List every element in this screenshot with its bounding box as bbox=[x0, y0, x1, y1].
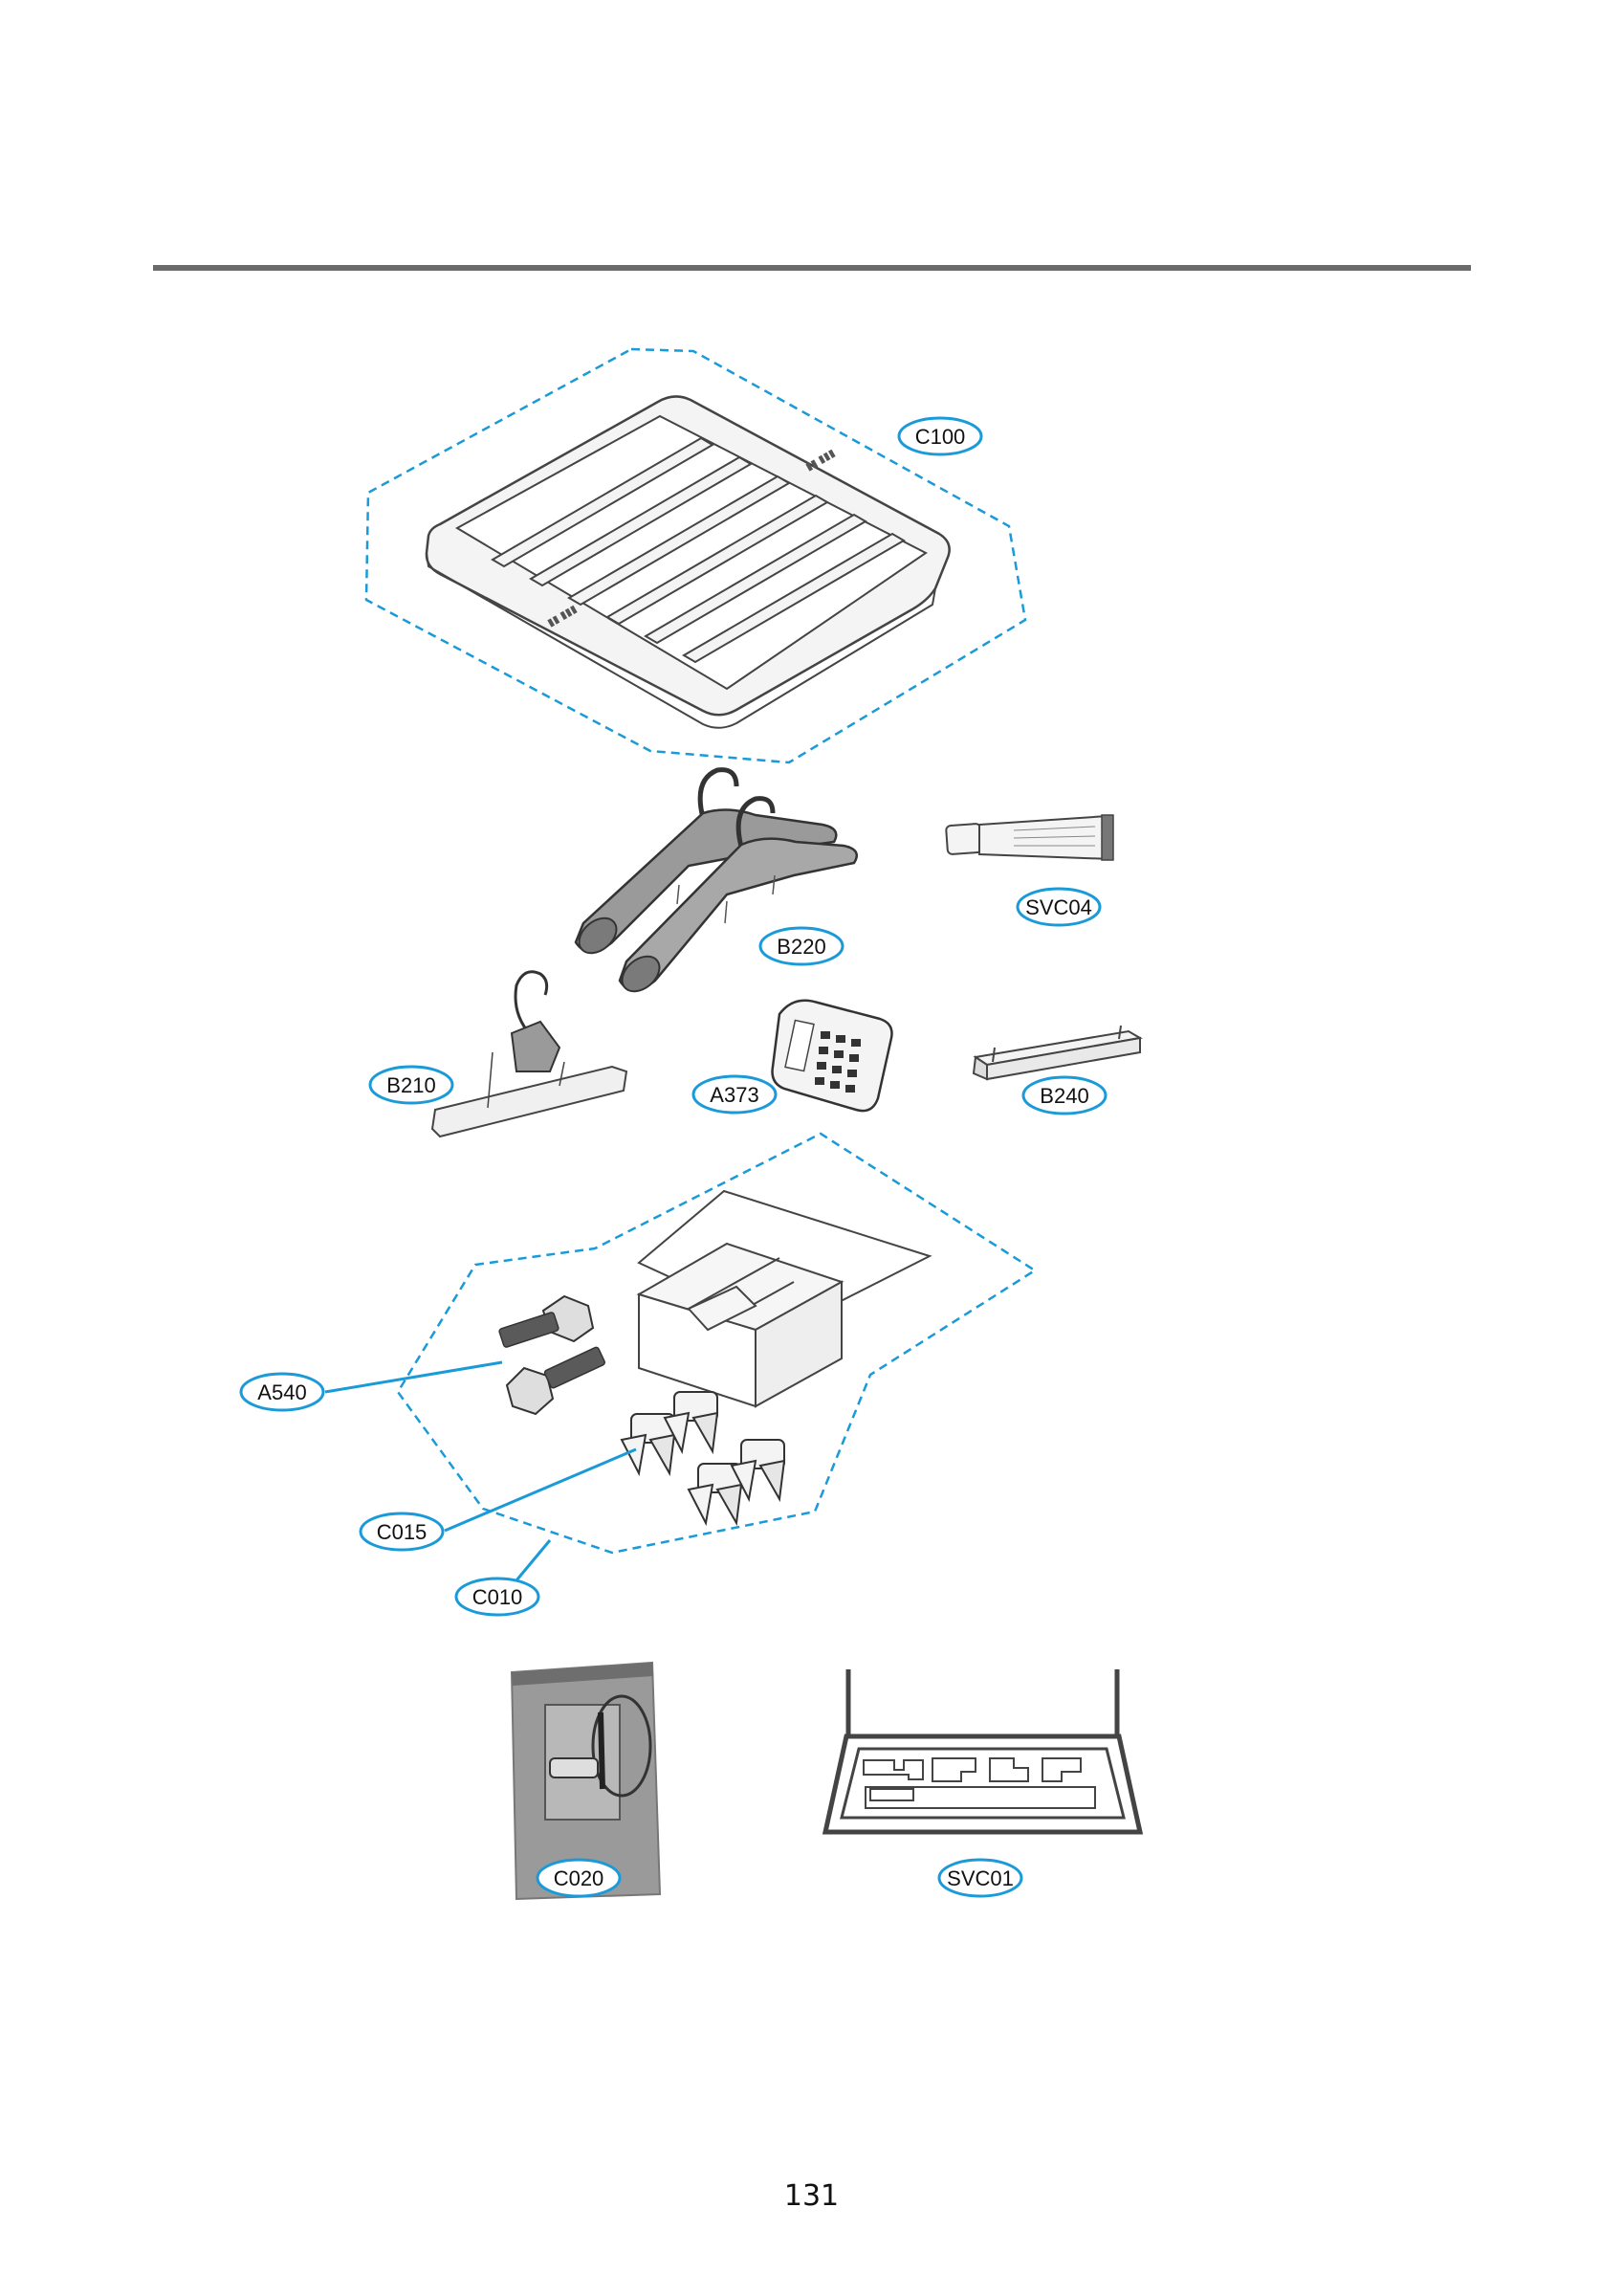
c015-clip-2 bbox=[663, 1391, 719, 1455]
b220-hook-back bbox=[697, 767, 739, 819]
callout-c020: C020 bbox=[536, 1858, 622, 1898]
callout-svc01: SVC01 bbox=[937, 1858, 1023, 1898]
svc04-crimp bbox=[1101, 814, 1114, 861]
callout-b220: B220 bbox=[758, 926, 844, 966]
part-c020-bag bbox=[510, 1661, 662, 1901]
callout-c100: C100 bbox=[897, 416, 983, 456]
b220-hook-front bbox=[735, 796, 776, 848]
c015-clips bbox=[620, 1391, 786, 1527]
callout-a540-text: A540 bbox=[257, 1380, 306, 1404]
c015-clip-4 bbox=[730, 1439, 786, 1503]
part-b220-hangers bbox=[574, 767, 858, 993]
c100-frame-inner bbox=[454, 414, 928, 691]
callout-svc01-text: SVC01 bbox=[947, 1866, 1014, 1890]
callout-labels: C100 SVC04 B220 B210 A373 B240 A540 C01 bbox=[239, 416, 1108, 1898]
callout-b240-text: B240 bbox=[1040, 1084, 1088, 1108]
c020-screw bbox=[598, 1711, 605, 1790]
page-number: 131 bbox=[783, 2179, 840, 2213]
b220-tip-back bbox=[578, 916, 618, 955]
svc01-tray-pattern bbox=[863, 1757, 1096, 1809]
callout-a373-text: A373 bbox=[710, 1083, 758, 1107]
callout-b220-text: B220 bbox=[777, 935, 825, 959]
callout-svc04: SVC04 bbox=[1016, 887, 1102, 927]
callout-b210-text: B210 bbox=[386, 1073, 435, 1097]
callout-a540: A540 bbox=[239, 1372, 325, 1412]
part-svc04-tube bbox=[945, 814, 1114, 861]
part-svc01-tray bbox=[822, 1669, 1144, 1835]
c020-cord bbox=[591, 1694, 652, 1798]
part-a373-cartridge bbox=[771, 999, 893, 1113]
c015-clip-3 bbox=[687, 1463, 743, 1527]
c100-dashed-boundary bbox=[364, 347, 1027, 764]
callout-c010-text: C010 bbox=[472, 1585, 523, 1609]
callout-c010: C010 bbox=[454, 1577, 540, 1617]
c100-slats bbox=[491, 436, 906, 664]
a373-grid bbox=[815, 1031, 861, 1093]
a373-label bbox=[784, 1019, 815, 1072]
leader-c015 bbox=[444, 1447, 637, 1533]
c010-box bbox=[636, 1189, 932, 1408]
callout-svc04-text: SVC04 bbox=[1025, 895, 1092, 919]
part-b240-bar bbox=[972, 1025, 1143, 1081]
b210-clip-holder bbox=[510, 1020, 561, 1072]
callout-c020-text: C020 bbox=[554, 1866, 604, 1890]
callout-b210: B210 bbox=[368, 1065, 454, 1105]
callout-a373: A373 bbox=[691, 1074, 778, 1115]
callout-c100-text: C100 bbox=[915, 425, 966, 449]
callout-c015-text: C015 bbox=[377, 1520, 428, 1544]
c010-dashed-boundary bbox=[396, 1132, 1038, 1555]
part-c100-rack: ▮▮ ▮▮▮ ▮▮ ▮▮▮ bbox=[364, 347, 1027, 764]
callout-leaders bbox=[324, 1360, 637, 1581]
leader-c010 bbox=[515, 1539, 552, 1581]
callout-c015: C015 bbox=[359, 1512, 445, 1552]
c020-plate bbox=[549, 1757, 599, 1778]
b210-bar bbox=[430, 1065, 628, 1138]
b220-tip-front bbox=[621, 955, 661, 993]
svc04-cap bbox=[945, 823, 983, 855]
b240-face bbox=[986, 1036, 1141, 1081]
part-b210-clip-hanger bbox=[430, 970, 628, 1138]
b210-hook bbox=[514, 970, 549, 1037]
c020-bag-seal bbox=[512, 1663, 653, 1686]
callout-b240: B240 bbox=[1021, 1075, 1108, 1115]
part-c010-kit bbox=[396, 1132, 1038, 1555]
c100-front-lip bbox=[426, 552, 936, 729]
c015-clip-1 bbox=[620, 1413, 676, 1477]
a540-bolt-2 bbox=[505, 1346, 605, 1416]
svc01-tray-inner bbox=[840, 1747, 1126, 1820]
a540-bolt-1 bbox=[498, 1294, 595, 1348]
leader-a540 bbox=[324, 1360, 503, 1394]
